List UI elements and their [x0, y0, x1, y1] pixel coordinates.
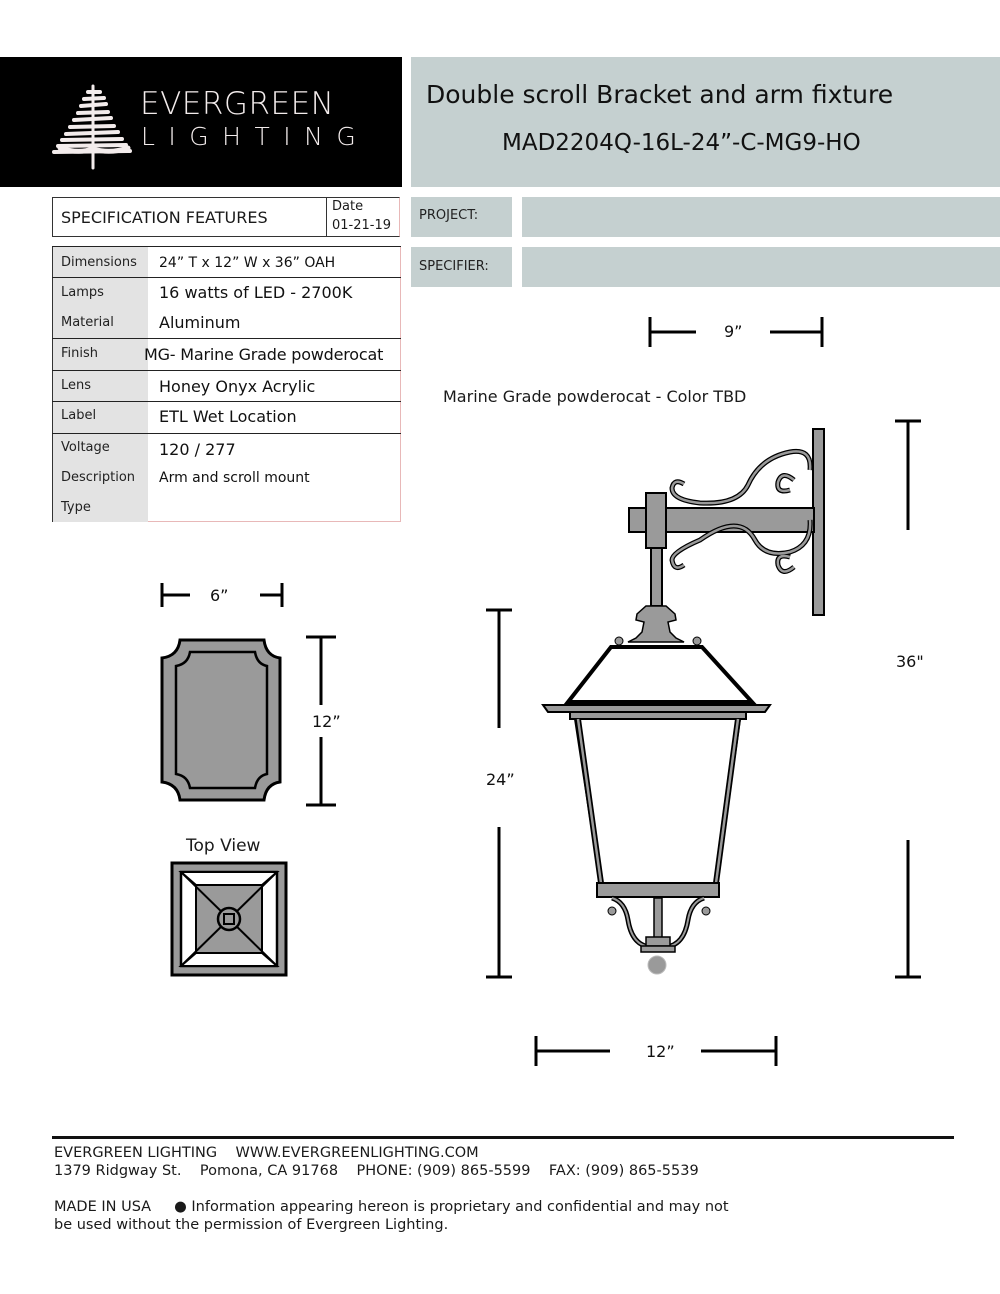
footer-disclaimer-cont: be used without the permission of Evergr…	[54, 1217, 449, 1233]
model-number: MAD2204Q-16L-24”-C-MG9-HO	[502, 130, 861, 156]
table-divider	[52, 246, 401, 247]
date-divider	[326, 197, 327, 237]
backplate-width-label: 6”	[210, 586, 229, 605]
project-label: PROJECT:	[419, 208, 479, 223]
evergreen-tree-icon	[52, 84, 132, 170]
logo-text-lighting: LIGHTING	[141, 122, 370, 151]
footer-address-phone: 1379 Ridgway St. Pomona, CA 91768 PHONE:…	[54, 1163, 699, 1179]
spec-label-voltage: Voltage	[61, 440, 110, 455]
footer-divider	[52, 1136, 954, 1139]
table-divider	[52, 401, 401, 402]
project-label-box	[411, 197, 512, 237]
spec-label-column	[52, 246, 148, 522]
specifier-field[interactable]	[522, 247, 1000, 287]
spec-label-dimensions: Dimensions	[61, 255, 137, 270]
title-panel	[411, 57, 1000, 187]
logo-text-evergreen: EVERGREEN	[140, 86, 335, 122]
date-value: 01-21-19	[332, 218, 392, 233]
specifier-label: SPECIFIER:	[419, 259, 489, 274]
spec-value-finish: MG- Marine Grade powderocat	[144, 345, 384, 364]
spec-value-lens: Honey Onyx Acrylic	[159, 377, 316, 396]
spec-value-label: ETL Wet Location	[159, 407, 297, 426]
specifier-label-box	[411, 247, 512, 287]
spec-label-label: Label	[61, 408, 97, 423]
table-divider	[52, 433, 401, 434]
spec-value-voltage: 120 / 277	[159, 440, 236, 459]
spec-value-dimensions: 24” T x 12” W x 36” OAH	[159, 255, 336, 271]
overall-height-label: 36"	[896, 652, 924, 671]
spec-table	[52, 246, 401, 522]
date-label: Date	[332, 199, 364, 214]
project-field[interactable]	[522, 197, 1000, 237]
spec-label-lamps: Lamps	[61, 285, 104, 300]
table-divider	[52, 277, 401, 278]
spec-label-lens: Lens	[61, 378, 92, 393]
spec-label-material: Material	[61, 315, 114, 330]
spec-label-finish: Finish	[61, 346, 99, 361]
spec-label-type: Type	[61, 500, 91, 515]
spec-header-box	[52, 197, 400, 237]
backplate-height-label: 12”	[312, 712, 341, 731]
spec-value-lamps: 16 watts of LED - 2700K	[159, 283, 353, 302]
finish-note: Marine Grade powderocat - Color TBD	[443, 387, 747, 406]
arm-depth-label: 9”	[724, 322, 743, 341]
logo-banner	[0, 57, 402, 187]
spec-value-description: Arm and scroll mount	[159, 470, 310, 486]
spec-label-description: Description	[61, 470, 136, 485]
footer-disclaimer: MADE IN USA ● Information appearing here…	[54, 1199, 729, 1215]
lantern-width-label: 12”	[646, 1042, 675, 1061]
product-title: Double scroll Bracket and arm fixture	[426, 80, 894, 109]
spec-value-material: Aluminum	[159, 313, 241, 332]
lantern-height-label: 24”	[486, 770, 515, 789]
footer-company-web: EVERGREEN LIGHTING WWW.EVERGREENLIGHTING…	[54, 1145, 479, 1161]
table-divider	[52, 338, 401, 339]
table-divider	[52, 370, 401, 371]
top-view-label: Top View	[186, 836, 261, 856]
spec-title: SPECIFICATION FEATURES	[61, 208, 268, 227]
